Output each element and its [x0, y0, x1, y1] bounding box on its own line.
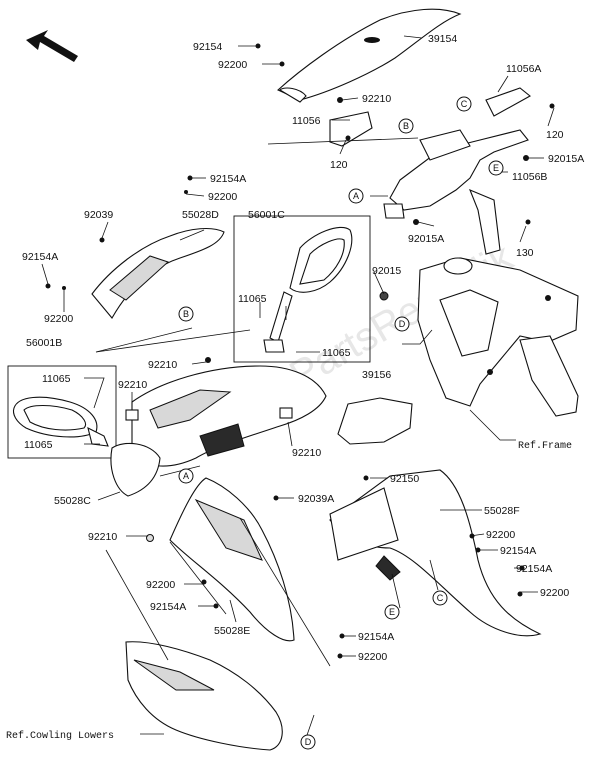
- svg-text:E: E: [389, 607, 395, 617]
- part-label: 92200: [486, 529, 515, 541]
- ref-cowling-lowers-label: Ref.Cowling Lowers: [6, 730, 114, 742]
- part-label: 92210: [362, 93, 391, 105]
- part-label: 130: [516, 247, 534, 259]
- front-direction-arrow-icon: [26, 30, 78, 62]
- cover-39156: [337, 397, 413, 445]
- callout-B-2: B: [178, 306, 194, 322]
- part-label: 92200: [540, 587, 569, 599]
- part-label: 92015A: [408, 233, 444, 245]
- part-label: 92154A: [22, 251, 58, 263]
- center-cowl-55028E: [169, 477, 295, 642]
- part-label: 92210: [88, 531, 117, 543]
- part-label: 92210: [292, 447, 321, 459]
- part-label: 56001B: [26, 337, 62, 349]
- part-label: 92200: [146, 579, 175, 591]
- part-label: 11065: [42, 373, 71, 385]
- part-label: 56001C: [248, 209, 285, 221]
- part-label: 55028F: [484, 505, 520, 517]
- leader-lines: [41, 35, 555, 739]
- part-label: 11065: [322, 347, 351, 359]
- part-label: 120: [546, 129, 564, 141]
- part-label: 92154A: [500, 545, 536, 557]
- part-label: 92200: [44, 313, 73, 325]
- callout-A-2: A: [178, 468, 194, 484]
- part-label: 92210: [148, 359, 177, 371]
- part-label: 55028E: [214, 625, 250, 637]
- svg-text:A: A: [353, 191, 359, 201]
- upper-side-cover-55028D: [91, 227, 225, 319]
- callout-A-1: A: [348, 188, 364, 204]
- svg-text:C: C: [461, 99, 468, 109]
- part-label: 92200: [208, 191, 237, 203]
- part-label: 55028D: [182, 209, 219, 221]
- part-label: 11056B: [512, 171, 547, 183]
- callout-C-1: C: [456, 96, 472, 112]
- windshield: [277, 8, 462, 103]
- part-label: 11056A: [506, 63, 541, 75]
- part-label: 92200: [218, 59, 247, 71]
- part-label: 92039: [84, 209, 113, 221]
- side-cowl-55028F: [329, 469, 542, 637]
- part-label: 11065: [238, 293, 267, 305]
- svg-text:D: D: [399, 319, 406, 329]
- svg-text:B: B: [403, 121, 409, 131]
- part-label: 39156: [362, 369, 391, 381]
- part-label: 92154A: [516, 563, 552, 575]
- part-label: 92015: [372, 265, 401, 277]
- bolts: [45, 43, 555, 659]
- part-label: 92154: [193, 41, 222, 53]
- part-label: 55028C: [54, 495, 91, 507]
- callout-E-2: E: [384, 604, 400, 620]
- lower-cowling: [125, 641, 283, 751]
- part-label: 92015A: [548, 153, 584, 165]
- part-label: 92150: [390, 473, 419, 485]
- callout-E-1: E: [488, 160, 504, 176]
- svg-text:E: E: [493, 163, 499, 173]
- svg-text:D: D: [305, 737, 312, 747]
- part-label: 120: [330, 159, 348, 171]
- part-label: 92200: [358, 651, 387, 663]
- part-label: 39154: [428, 33, 457, 45]
- mirror-56001C: [233, 215, 371, 363]
- callout-C-2: C: [432, 590, 448, 606]
- part-label: 92154A: [210, 173, 246, 185]
- meter-bracket: [329, 87, 531, 255]
- svg-text:C: C: [437, 593, 444, 603]
- mirror-56001B: [7, 365, 117, 459]
- part-label: 92154A: [150, 601, 186, 613]
- frame: [417, 257, 579, 417]
- part-label: 11056: [292, 115, 321, 127]
- part-label: 92210: [118, 379, 147, 391]
- part-label: 11065: [24, 439, 53, 451]
- svg-text:B: B: [183, 309, 189, 319]
- callout-D-1: D: [394, 316, 410, 332]
- inner-cowling: [110, 365, 327, 497]
- part-label: 92039A: [298, 493, 334, 505]
- callout-D-2: D: [300, 734, 316, 750]
- svg-text:A: A: [183, 471, 189, 481]
- ref-frame-label: Ref.Frame: [518, 440, 572, 452]
- callout-B-1: B: [398, 118, 414, 134]
- part-label: 92154A: [358, 631, 394, 643]
